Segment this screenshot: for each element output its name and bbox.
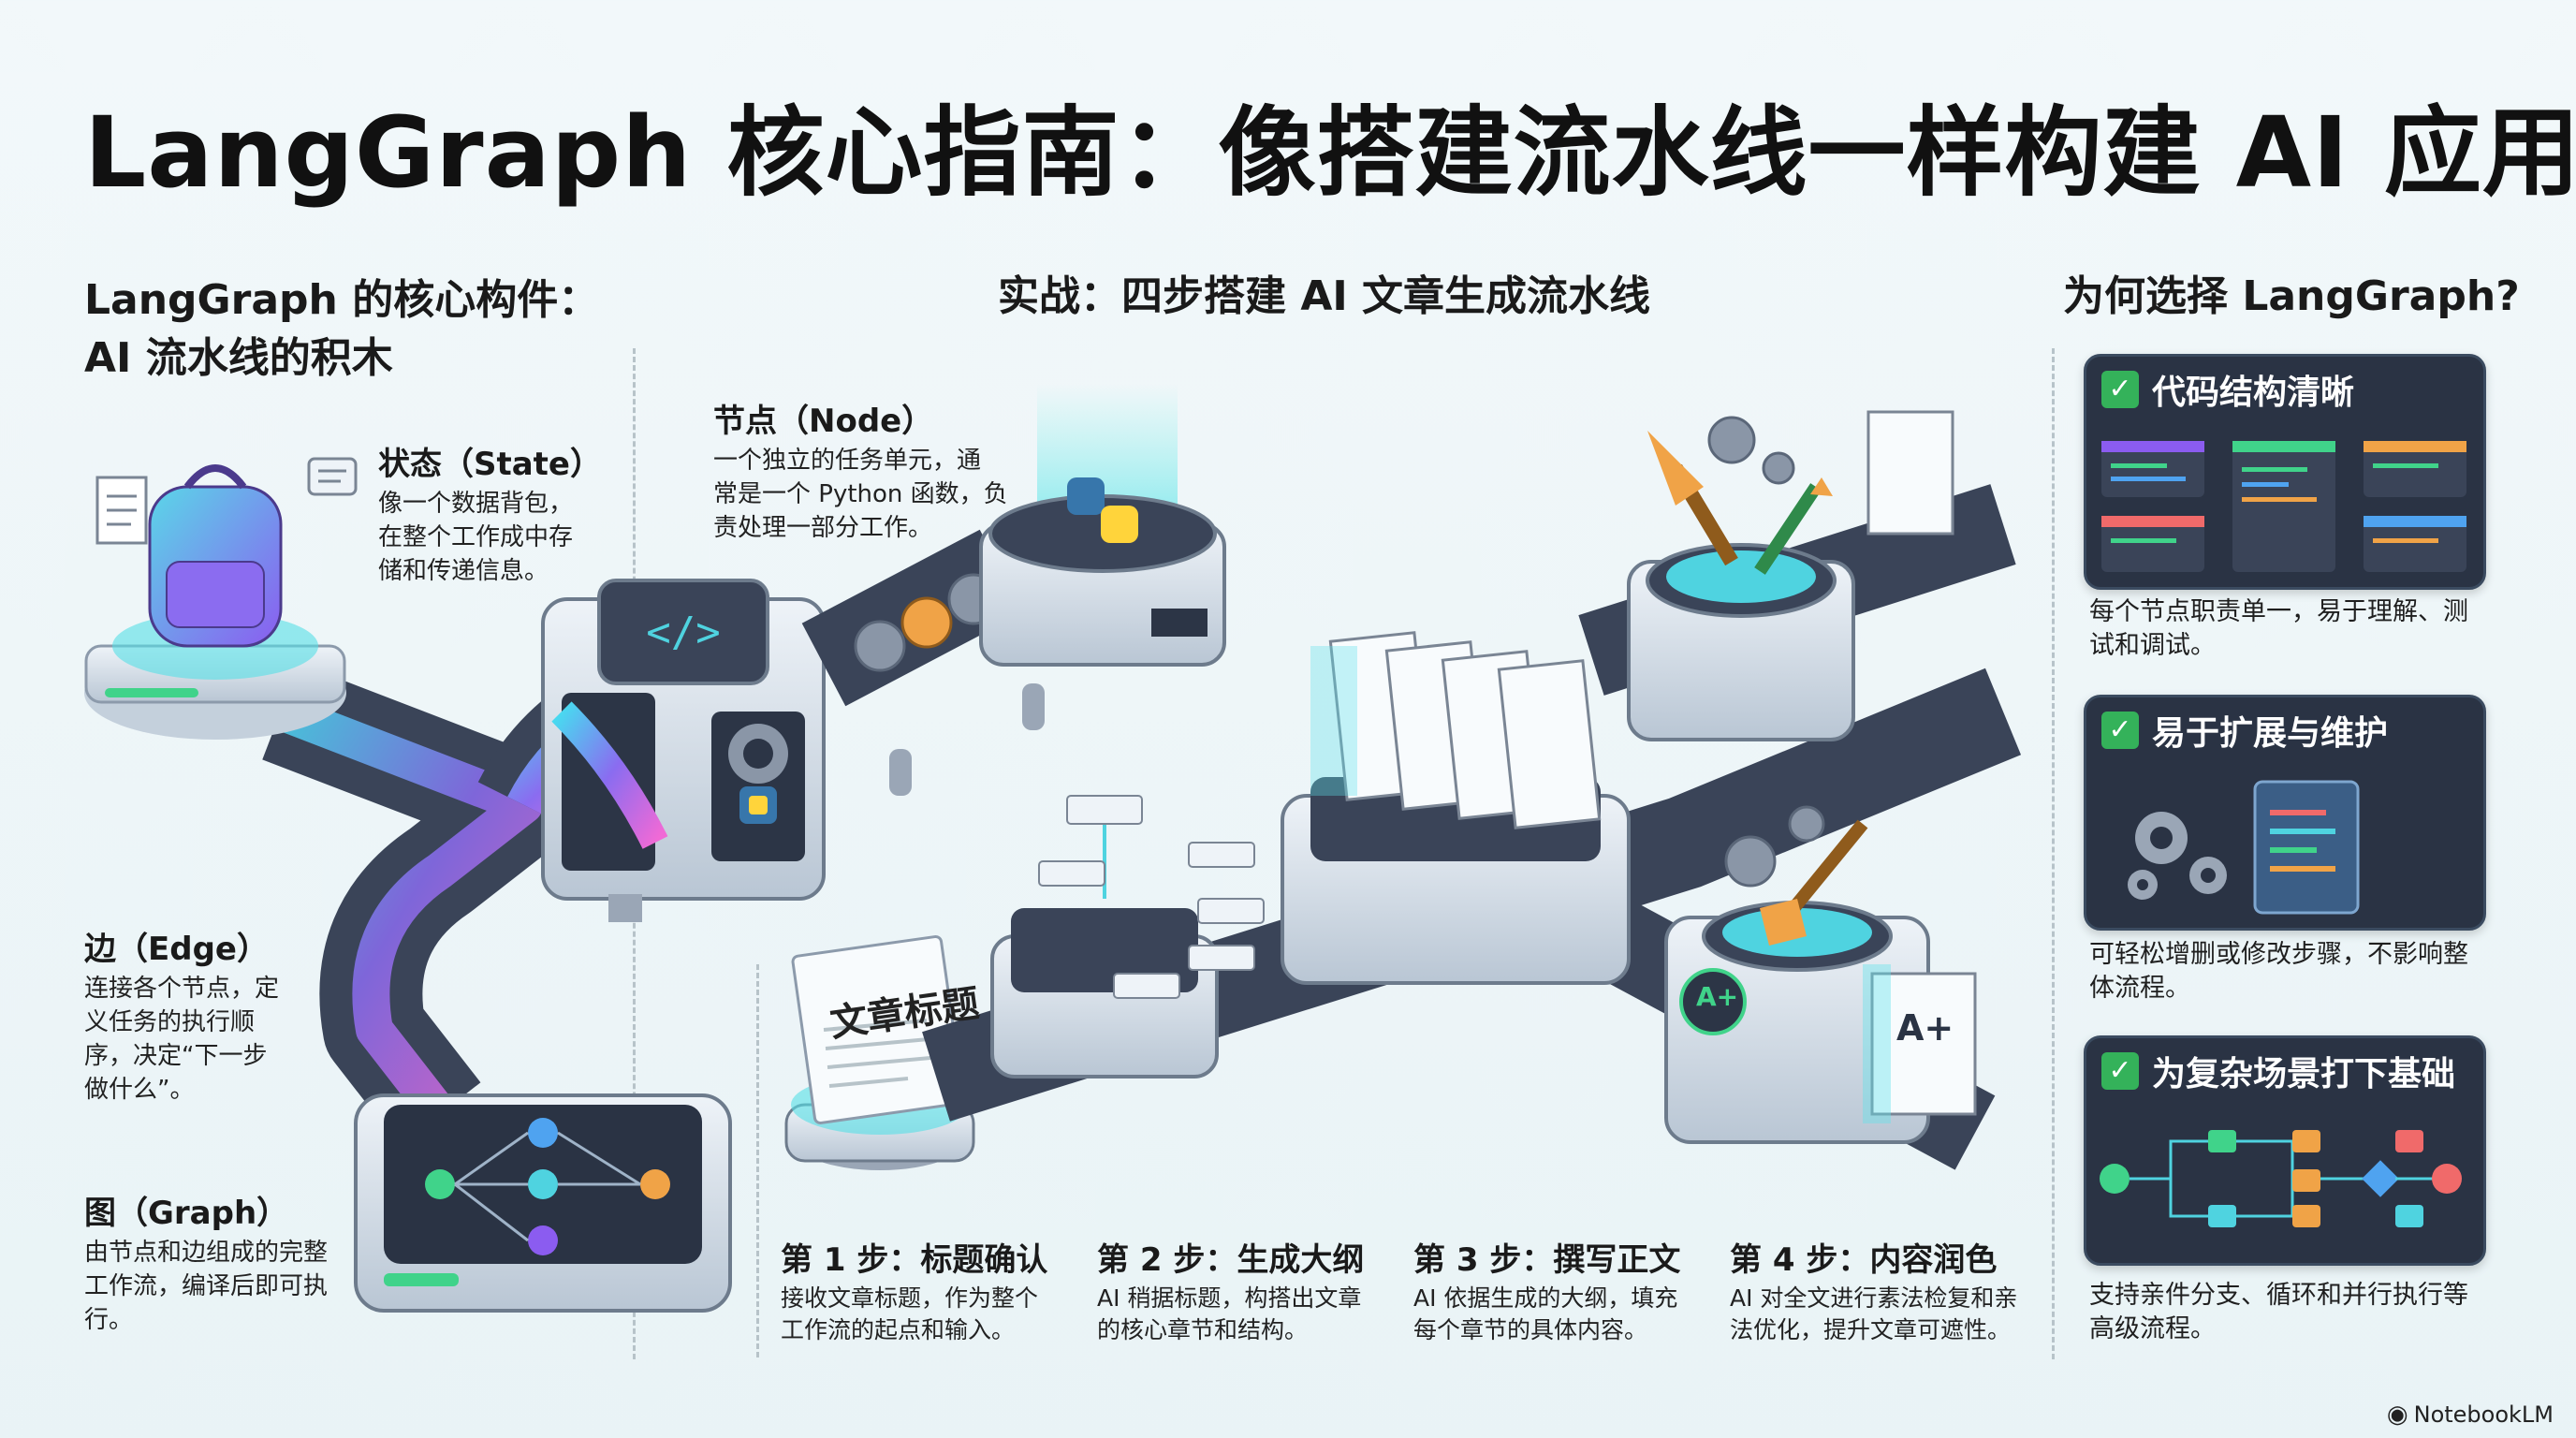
step-2: 第 2 步：生成大纲 AI 稍据标题，构搭出文章 的核心章节和结构。 (1097, 1238, 1406, 1346)
brand-label: NotebookLM (2413, 1401, 2554, 1428)
notebooklm-logo-icon: ◉ (2386, 1401, 2408, 1429)
step-3-body-line2: 每个章节的具体内容。 (1413, 1316, 1648, 1343)
grade-badge-label: A+ (1696, 981, 1739, 1012)
card-extensible-desc: 可轻松增删或修改步骤，不影响整 体流程。 (2089, 938, 2501, 1005)
graph-machine (354, 1093, 732, 1313)
divider-right (2052, 348, 2055, 1359)
card-1-desc-line1: 每个节点职责单一，易于理解、测 (2089, 597, 2468, 626)
paint-machine (1627, 410, 1954, 741)
step-4-body-line1: AI 对全文进行素法检复和亲 (1730, 1284, 2018, 1312)
state-body-line1: 像一个数据背包， (378, 490, 574, 518)
middle-section-heading: 实战：四步搭建 AI 文章生成流水线 (998, 272, 1651, 320)
step-1: 第 1 步：标题确认 接收文章标题，作为整个 工作流的起点和输入。 (781, 1238, 1080, 1346)
left-heading-line2: AI 流水线的积木 (84, 334, 393, 382)
check-icon: ✓ (2101, 371, 2139, 408)
step4-polish-machine (1664, 805, 1977, 1144)
edge-body-line2: 义任务的执行顺 (84, 1008, 256, 1036)
page-title: LangGraph 核心指南：像搭建流水线一样构建 AI 应用 (84, 95, 2576, 210)
graph-label: 图（Graph） 由节点和边组成的完整 工作流，编译后即可执 行。 (84, 1191, 365, 1337)
card-clear-structure-title: 代码结构清晰 (2152, 374, 2355, 412)
check-icon: ✓ (2101, 712, 2139, 749)
card-clear-structure-desc: 每个节点职责单一，易于理解、测 试和调试。 (2089, 595, 2501, 663)
step-1-body-line1: 接收文章标题，作为整个 (781, 1284, 1039, 1312)
edge-body-line1: 连接各个节点，定 (84, 975, 280, 1003)
flowchart-icon (2086, 1104, 2483, 1263)
card-extensible: ✓ 易于扩展与维护 (2084, 695, 2486, 931)
graph-body-line2: 工作流，编译后即可执 (84, 1272, 329, 1300)
left-section-heading: LangGraph 的核心构件： AI 流水线的积木 (84, 271, 599, 388)
edge-body-line3: 序，决定“下一步 (84, 1042, 268, 1070)
card-clear-structure: ✓ 代码结构清晰 (2084, 354, 2486, 590)
check-icon: ✓ (2101, 1052, 2139, 1090)
step2-outline-machine (990, 795, 1265, 1078)
step-4-title: 第 4 步：内容润色 (1730, 1241, 1998, 1279)
step-3-body-line1: AI 依据生成的大纲，填充 (1413, 1284, 1678, 1312)
node-body-line2: 常是一个 Python 函数，负 (713, 480, 1008, 508)
card-1-desc-line2: 试和调试。 (2089, 631, 2216, 660)
step3-writing-machine (1281, 631, 1631, 985)
edge-label: 边（Edge） 连接各个节点，定 义任务的执行顺 序，决定“下一步 做什么”。 (84, 927, 300, 1107)
left-heading-line1: LangGraph 的核心构件： (84, 276, 600, 324)
card-3-desc-line2: 高级流程。 (2089, 1314, 2216, 1343)
step-1-body-line2: 工作流的起点和输入。 (781, 1316, 1016, 1343)
node-title: 节点（Node） (713, 403, 934, 440)
divider-mid-left (756, 964, 759, 1357)
python-node-machine (979, 384, 1226, 667)
card-extensible-head: ✓ 易于扩展与维护 (2086, 697, 2483, 763)
card-complex-scenarios-title: 为复杂场景打下基础 (2152, 1055, 2456, 1093)
notebooklm-brand: ◉ NotebookLM (2387, 1401, 2554, 1429)
edge-body-line4: 做什么”。 (84, 1076, 195, 1104)
step-4-body-line2: 法优化，提升文章可遮性。 (1730, 1316, 2012, 1343)
card-complex-scenarios-desc: 支持亲件分支、循环和并行执行等 高级流程。 (2089, 1279, 2501, 1346)
graph-body-line3: 行。 (84, 1306, 134, 1334)
step-2-body-line2: 的核心章节和结构。 (1097, 1316, 1309, 1343)
card-2-desc-line2: 体流程。 (2089, 974, 2190, 1003)
step-3-title: 第 3 步：撰写正文 (1413, 1241, 1681, 1279)
node-body-line3: 责处理一部分工作。 (713, 514, 933, 542)
graph-title: 图（Graph） (84, 1195, 289, 1232)
svg-text:</>: </> (646, 609, 720, 656)
state-title: 状态（State） (378, 446, 602, 483)
node-label: 节点（Node） 一个独立的任务单元，通 常是一个 Python 函数，负 责处… (713, 399, 1022, 545)
right-section-heading: 为何选择 LangGraph? (2063, 272, 2520, 320)
edge-title: 边（Edge） (84, 931, 269, 968)
state-label: 状态（State） 像一个数据背包， 在整个工作成中存 储和传递信息。 (378, 442, 622, 588)
step1-pedestal (784, 935, 975, 1170)
code-panels-icon (2086, 422, 2483, 587)
node-machine: </> (541, 579, 826, 922)
card-3-desc-line1: 支持亲件分支、循环和并行执行等 (2089, 1281, 2468, 1310)
card-complex-scenarios: ✓ 为复杂场景打下基础 (2084, 1035, 2486, 1266)
step-2-title: 第 2 步：生成大纲 (1097, 1241, 1365, 1279)
gears-and-file-icon (2086, 763, 2483, 928)
card-complex-scenarios-head: ✓ 为复杂场景打下基础 (2086, 1038, 2483, 1104)
step-2-body-line1: AI 稍据标题，构搭出文章 (1097, 1284, 1362, 1312)
card-2-desc-line1: 可轻松增删或修改步骤，不影响整 (2089, 940, 2468, 969)
step-4: 第 4 步：内容润色 AI 对全文进行素法检复和亲 法优化，提升文章可遮性。 (1730, 1238, 2048, 1346)
graph-body-line1: 由节点和边组成的完整 (84, 1239, 329, 1267)
node-body-line1: 一个独立的任务单元，通 (713, 447, 982, 475)
step-3: 第 3 步：撰写正文 AI 依据生成的大纲，填充 每个章节的具体内容。 (1413, 1238, 1722, 1346)
state-backpack (84, 457, 358, 740)
grade-doc-label: A+ (1896, 1007, 1954, 1049)
card-extensible-title: 易于扩展与维护 (2152, 714, 2389, 753)
state-body-line3: 储和传递信息。 (378, 557, 549, 585)
card-clear-structure-head: ✓ 代码结构清晰 (2086, 357, 2483, 422)
step-1-title: 第 1 步：标题确认 (781, 1241, 1048, 1279)
state-body-line2: 在整个工作成中存 (378, 523, 574, 551)
